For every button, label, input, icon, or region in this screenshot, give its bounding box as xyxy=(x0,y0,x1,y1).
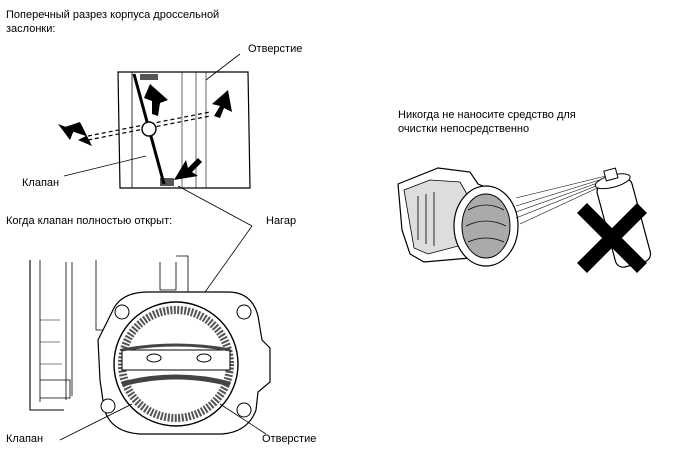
label-never-apply: Никогда не наносите средство для очистки… xyxy=(398,109,576,135)
spray-cleaner-illustration xyxy=(397,167,652,273)
spray-mist xyxy=(515,175,607,225)
label-deposit: Нагар xyxy=(266,215,297,227)
leader-valve-bottom xyxy=(59,403,133,441)
arrow-left-icon xyxy=(62,122,92,146)
label-valve-top: Клапан xyxy=(22,177,60,189)
leader-hole-top xyxy=(205,53,241,81)
prohibited-x-icon xyxy=(577,203,647,273)
leader-deposit-b xyxy=(197,225,253,303)
valve-deposit-line xyxy=(121,374,231,387)
leader-valve-top xyxy=(63,155,147,177)
carbon-deposit-top xyxy=(140,74,158,80)
leader-hole-bottom xyxy=(219,403,267,435)
arrow-down-icon xyxy=(174,158,202,180)
label-when-open: Когда клапан полностью открыт: xyxy=(6,215,173,227)
label-hole-top: Отверстие xyxy=(248,43,303,55)
carbon-deposit-bottom xyxy=(160,178,174,186)
throttle-body-front xyxy=(29,255,271,441)
cross-section-title: Поперечный разрез корпуса дроссельной за… xyxy=(6,9,220,35)
label-hole-bottom: Отверстие xyxy=(262,433,317,445)
valve-shaft xyxy=(141,121,157,137)
leader-deposit-a xyxy=(177,185,253,227)
throttle-cross-section xyxy=(58,53,253,303)
label-valve-bottom: Клапан xyxy=(6,433,44,445)
arrow-up-icon xyxy=(144,84,168,116)
arrow-right-icon xyxy=(212,90,232,118)
